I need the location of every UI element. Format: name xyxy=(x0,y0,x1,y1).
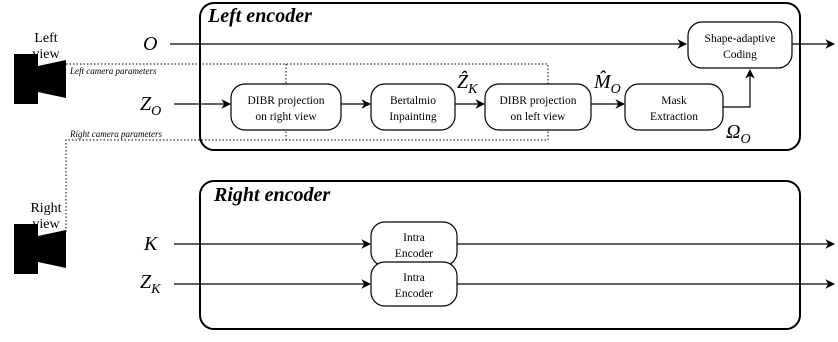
signal-OmegaO-label: ΩO xyxy=(726,121,751,147)
right-camera-icon xyxy=(14,224,66,274)
right-camera-params-path xyxy=(65,124,549,232)
signal-MO-hat-label: M̂O xyxy=(593,70,621,97)
signal-K-label: K xyxy=(143,233,159,255)
right-encoder-title: Right encoder xyxy=(213,184,330,206)
svg-text:Shape-adaptive: Shape-adaptive xyxy=(705,33,776,45)
left-camera-params-path xyxy=(66,63,549,100)
signal-O-label: O xyxy=(143,33,157,55)
intra-encoder-block-2: Intra Encoder xyxy=(370,261,458,307)
svg-text:Intra: Intra xyxy=(403,272,425,284)
svg-text:Intra: Intra xyxy=(403,232,425,244)
svg-text:DIBR projection: DIBR projection xyxy=(248,95,325,107)
svg-text:DIBR projection: DIBR projection xyxy=(500,95,577,107)
svg-text:on left view: on left view xyxy=(511,111,567,123)
intra-encoder-block-1: Intra Encoder xyxy=(370,221,458,267)
shape-adaptive-coding-block: Shape-adaptive Coding xyxy=(687,21,793,69)
dibr-left-view-block: DIBR projection on left view xyxy=(484,83,592,131)
right-encoder-frame xyxy=(199,180,801,330)
left-camera-icon xyxy=(14,54,66,104)
svg-text:Encoder: Encoder xyxy=(395,248,433,260)
dibr-right-view-block: DIBR projection on right view xyxy=(230,83,342,131)
left-view-label-2: view xyxy=(32,47,60,62)
signal-ZK-hat-label: ẐK xyxy=(457,70,478,97)
left-camera-params-label: Left camera parameters xyxy=(69,66,157,76)
mask-to-shape-coding-arrow xyxy=(723,69,755,108)
svg-text:on right view: on right view xyxy=(255,111,317,123)
mask-extraction-block: Mask Extraction xyxy=(624,83,724,131)
svg-text:Mask: Mask xyxy=(661,95,687,107)
right-view-label-2: view xyxy=(32,217,60,232)
svg-text:Bertalmio: Bertalmio xyxy=(390,95,436,107)
signal-ZK-label: ZK xyxy=(140,271,161,297)
right-view-label: Right xyxy=(30,201,61,216)
svg-text:Encoder: Encoder xyxy=(395,288,433,300)
svg-text:Extraction: Extraction xyxy=(650,111,698,123)
svg-text:Inpainting: Inpainting xyxy=(389,111,437,123)
left-view-label: Left xyxy=(34,31,57,46)
left-encoder-title: Left encoder xyxy=(207,5,312,27)
signal-ZO-label: ZO xyxy=(140,93,161,119)
bertalmio-inpainting-block: Bertalmio Inpainting xyxy=(370,83,456,131)
right-camera-params-label: Right camera parameters xyxy=(69,129,162,139)
left-encoder-frame xyxy=(199,2,801,151)
svg-text:Coding: Coding xyxy=(723,49,757,61)
